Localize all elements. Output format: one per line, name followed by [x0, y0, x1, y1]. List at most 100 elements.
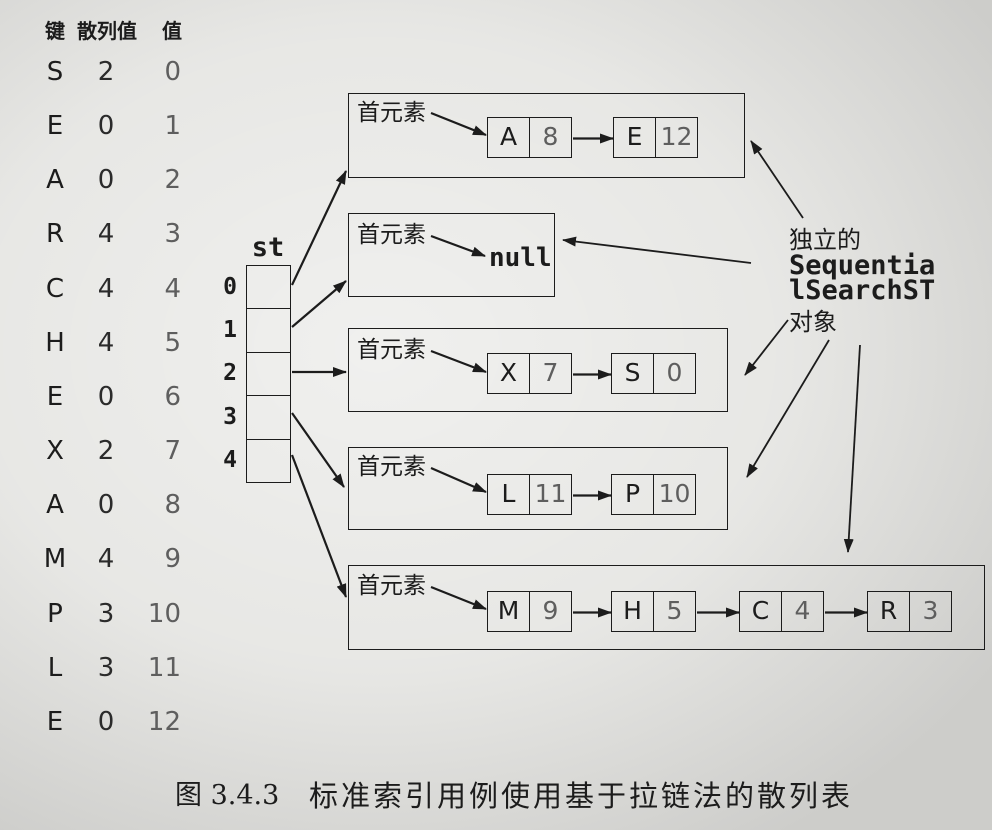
arrow-st-0-to-chain-0	[291, 170, 347, 286]
row-value: 2	[164, 165, 181, 196]
row-key: E	[46, 706, 64, 737]
row-hash: 0	[97, 381, 115, 412]
chain-node: R 3	[867, 591, 952, 632]
row-value: 10	[147, 598, 181, 629]
node-value: 7	[542, 358, 559, 387]
node-key: M	[488, 592, 530, 631]
chain-4-sequential-search-st: 首元素 M 9 H 5 C 4 R 3	[348, 565, 985, 650]
row-hash: 3	[97, 598, 115, 629]
row-key: X	[46, 436, 64, 467]
st-array-label: st	[251, 232, 285, 263]
chain-node: C 4	[739, 591, 824, 632]
row-value: 5	[164, 327, 181, 358]
st-cell-3	[247, 395, 290, 438]
key-hash-value-table: S 2 0 E 0 1 A 0 2 R 4 3 C 4 4 H 4 5	[0, 45, 200, 749]
row-key: L	[47, 652, 63, 683]
row-hash: 4	[97, 544, 115, 575]
chain-node: P 10	[611, 474, 696, 515]
table-header-hash: 散列值	[77, 19, 137, 43]
table-row: S 2 0	[0, 45, 200, 99]
row-hash: 4	[97, 219, 115, 250]
st-index-0: 0	[223, 274, 237, 300]
chain-node: E 12	[613, 117, 698, 158]
figure-number: 图 3.4.3	[175, 780, 280, 811]
node-key: L	[488, 475, 530, 514]
chain-node: L 11	[487, 474, 572, 515]
row-hash: 4	[97, 273, 115, 304]
row-value: 11	[147, 652, 181, 683]
table-row: M 4 9	[0, 532, 200, 586]
row-value: 4	[164, 273, 181, 304]
row-value: 7	[164, 436, 181, 467]
row-key: R	[45, 219, 65, 250]
row-key: E	[46, 381, 64, 412]
chain-node: X 7	[487, 353, 572, 394]
arrow-st-4-to-chain-4	[290, 454, 348, 598]
chain-node: A 8	[487, 117, 572, 158]
table-row: L 3 11	[0, 641, 200, 695]
st-index-2: 2	[223, 360, 237, 386]
first-element-label: 首元素	[357, 100, 426, 126]
chain-node: S 0	[611, 353, 696, 394]
arrow-annotation-to-chain-3	[746, 339, 830, 478]
row-key: C	[45, 273, 65, 304]
row-value: 1	[164, 111, 181, 142]
node-value: 0	[666, 358, 683, 387]
annotation-line-1: 独立的	[789, 226, 861, 254]
table-row: E 0 6	[0, 370, 200, 424]
arrow-st-3-to-chain-3	[291, 412, 345, 488]
node-key: R	[868, 592, 910, 631]
row-hash: 3	[97, 652, 115, 683]
st-index-4: 4	[223, 447, 237, 473]
chain-2-sequential-search-st: 首元素 X 7 S 0	[348, 328, 728, 412]
chain-3-sequential-search-st: 首元素 L 11 P 10	[348, 447, 728, 530]
first-element-label: 首元素	[357, 573, 426, 599]
row-hash: 0	[97, 165, 115, 196]
st-cell-0	[247, 266, 290, 308]
st-index-3: 3	[223, 404, 237, 430]
node-value: 12	[660, 122, 693, 151]
table-header: 键 散列值 值	[0, 15, 200, 47]
first-element-label: 首元素	[357, 337, 426, 363]
st-cell-4	[247, 438, 290, 482]
annotation-line-4: 对象	[789, 308, 837, 336]
row-key: H	[45, 327, 65, 358]
row-value: 9	[164, 544, 181, 575]
row-value: 12	[147, 706, 181, 737]
st-cell-1	[247, 308, 290, 351]
table-header-key: 键	[45, 19, 65, 43]
row-key: A	[46, 490, 64, 521]
arrow-annotation-to-chain-1	[562, 236, 752, 264]
annotation-line-2: Sequentia	[789, 250, 936, 281]
annotation-line-3: lSearchST	[789, 275, 936, 306]
row-value: 0	[164, 57, 181, 87]
table-row: E 0 1	[0, 99, 200, 153]
row-value: 3	[164, 219, 181, 250]
row-hash: 0	[97, 706, 115, 737]
table-row: C 4 4	[0, 262, 200, 316]
node-value: 8	[542, 122, 559, 151]
null-label: null	[489, 243, 552, 273]
node-key: C	[740, 592, 782, 631]
node-key: H	[612, 592, 654, 631]
row-hash: 2	[97, 57, 115, 87]
row-key: A	[46, 165, 64, 196]
table-row: X 2 7	[0, 424, 200, 478]
table-row: A 0 2	[0, 153, 200, 207]
st-index-1: 1	[223, 317, 237, 343]
node-key: A	[488, 118, 530, 157]
figure-title: 标准索引用例使用基于拉链法的散列表	[309, 779, 854, 813]
table-row: E 0 12	[0, 695, 200, 749]
node-key: E	[614, 118, 656, 157]
row-value: 6	[164, 381, 181, 412]
chain-node: M 9	[487, 591, 572, 632]
table-row: P 3 10	[0, 587, 200, 641]
node-key: X	[488, 354, 530, 393]
node-value: 11	[534, 479, 567, 508]
chain-0-sequential-search-st: 首元素 A 8 E 12	[348, 93, 745, 178]
st-array	[246, 265, 291, 483]
figure-caption: 图 3.4.3 标准索引用例使用基于拉链法的散列表	[0, 778, 992, 814]
row-hash: 0	[97, 111, 115, 142]
row-key: M	[43, 544, 67, 575]
